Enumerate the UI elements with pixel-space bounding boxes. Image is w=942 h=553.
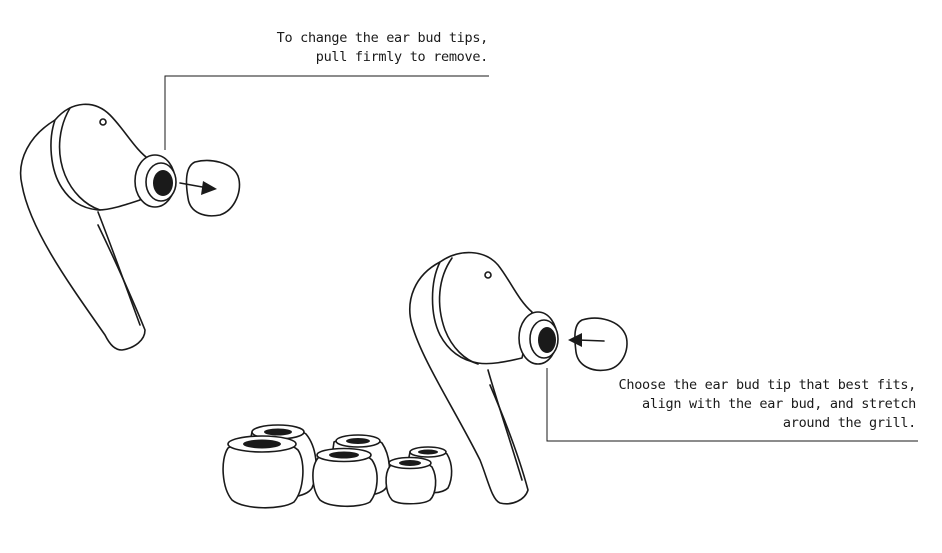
leader-line-bottom: [546, 368, 918, 442]
earbud-tip-small: [385, 446, 453, 505]
remove-instruction-line-2: pull firmly to remove.: [315, 49, 489, 65]
remove-instruction: To change the ear bud tips, pull firmly …: [276, 29, 489, 67]
insert-arrow: [568, 333, 605, 347]
leader-line-top: [164, 75, 489, 150]
pull-arrow: [179, 181, 217, 195]
remove-instruction-line-1: To change the ear bud tips,: [276, 30, 489, 46]
earbud-tip-medium: [312, 434, 391, 508]
earbud-right: [409, 251, 559, 505]
earbud-tip-new: [574, 317, 628, 372]
attach-instruction: Choose the ear bud tip that best fits, a…: [618, 376, 917, 433]
attach-instruction-line-3: around the grill.: [782, 415, 916, 431]
attach-instruction-line-2: align with the ear bud, and stretch: [642, 396, 916, 412]
earbud-tip-large: [222, 424, 318, 509]
attach-instruction-line-1: Choose the ear bud tip that best fits,: [618, 377, 917, 393]
earbud-top-left: [19, 103, 177, 351]
